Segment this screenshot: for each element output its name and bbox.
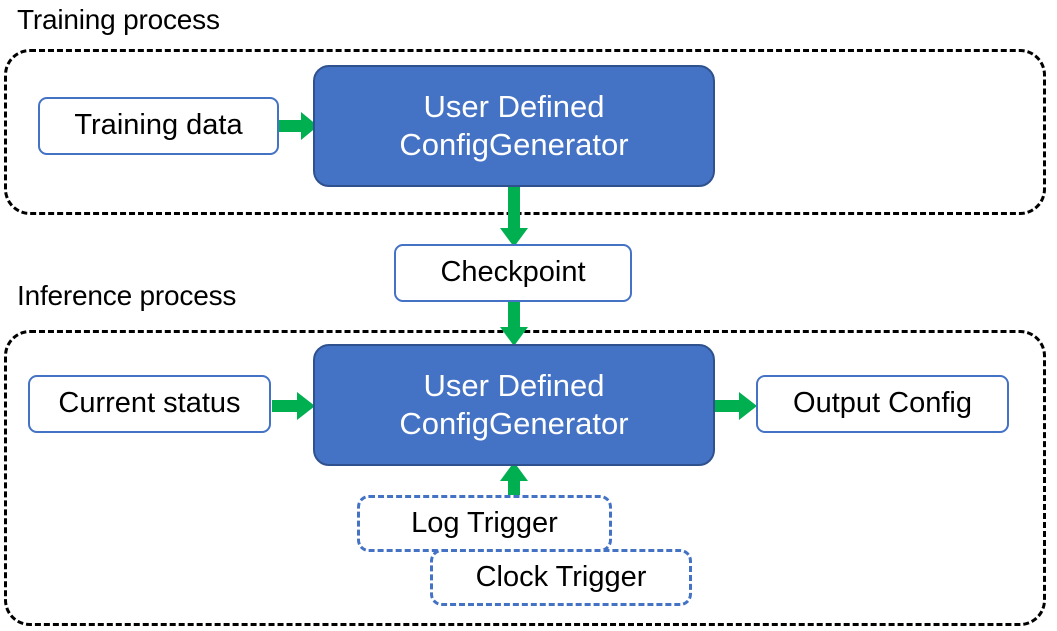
node-output-config[interactable]: Output Config: [756, 375, 1009, 433]
node-training-data-label: Training data: [74, 109, 243, 142]
node-training-config-generator-line2: ConfigGenerator: [399, 127, 629, 162]
node-inference-config-generator-line2: ConfigGenerator: [399, 406, 629, 441]
node-output-config-label: Output Config: [793, 387, 972, 420]
node-current-status-label: Current status: [58, 387, 241, 420]
node-checkpoint[interactable]: Checkpoint: [394, 244, 632, 302]
training-process-label: Training process: [17, 4, 220, 35]
arrow-training-data-to-generator: [279, 110, 319, 142]
node-checkpoint-label: Checkpoint: [440, 256, 586, 289]
arrow-log-trigger-to-generator: [498, 462, 530, 504]
arrow-checkpoint-to-inference-generator: [498, 301, 530, 347]
node-clock-trigger-label: Clock Trigger: [475, 560, 647, 593]
node-log-trigger-label: Log Trigger: [411, 506, 558, 539]
node-log-trigger[interactable]: Log Trigger: [357, 495, 612, 552]
node-training-data[interactable]: Training data: [38, 97, 279, 155]
node-inference-config-generator[interactable]: User Defined ConfigGenerator: [313, 344, 715, 466]
node-training-config-generator[interactable]: User Defined ConfigGenerator: [313, 65, 715, 187]
arrow-generator-to-output-config: [714, 390, 758, 422]
node-clock-trigger[interactable]: Clock Trigger: [430, 549, 692, 606]
node-inference-config-generator-line1: User Defined: [423, 368, 605, 404]
inference-process-label: Inference process: [17, 280, 237, 311]
inference-process-container: [4, 330, 1046, 626]
training-process-container: [4, 49, 1046, 215]
node-training-config-generator-line1: User Defined: [423, 89, 605, 125]
node-current-status[interactable]: Current status: [28, 375, 271, 433]
arrow-current-status-to-generator: [272, 390, 316, 422]
arrow-training-generator-to-checkpoint: [498, 186, 530, 248]
